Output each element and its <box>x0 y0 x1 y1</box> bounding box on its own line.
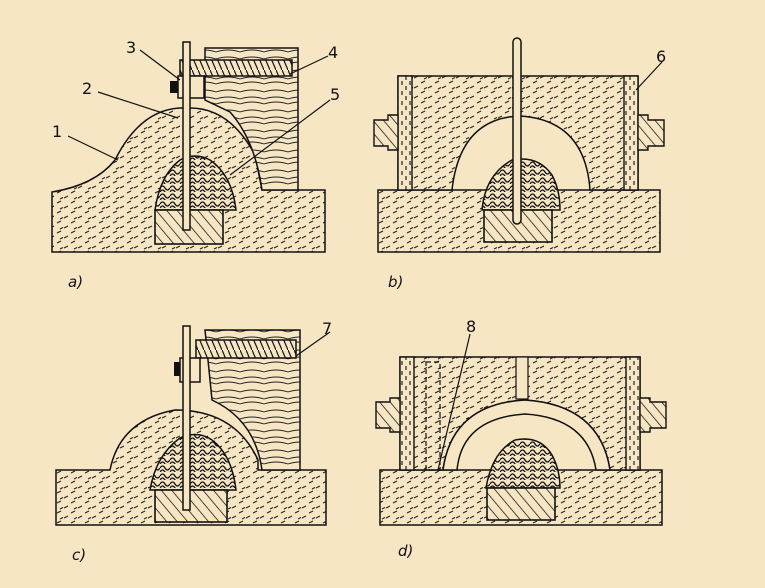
riser <box>425 361 441 471</box>
panel-a <box>51 41 331 253</box>
callout-3: 3 <box>126 38 136 57</box>
casting-shell <box>442 399 611 471</box>
wooden-board <box>204 329 301 471</box>
spindle <box>512 37 522 225</box>
panel-label-a: a) <box>68 273 83 291</box>
spindle <box>182 325 191 511</box>
sprue <box>515 356 529 400</box>
panel-b <box>373 37 665 253</box>
callout-2: 2 <box>82 79 92 98</box>
callout-1: 1 <box>52 122 62 141</box>
callout-4: 4 <box>328 43 338 62</box>
flask-handle-left <box>373 114 399 151</box>
panel-d <box>375 333 667 526</box>
panel-label-c: c) <box>72 546 86 564</box>
callout-6: 6 <box>656 47 666 66</box>
flask-wall-right <box>623 75 639 191</box>
panel-label-b: b) <box>388 273 403 291</box>
flask-handle-right <box>637 114 665 151</box>
flask-handle-right <box>639 397 667 433</box>
panel-label-d: d) <box>398 542 413 560</box>
callout-5: 5 <box>330 85 340 104</box>
clamp <box>177 75 205 99</box>
clamp-screw <box>170 81 178 93</box>
flask-wall-left <box>399 356 415 471</box>
strickle-bar <box>195 339 297 359</box>
flask-wall-left <box>397 75 413 191</box>
flask-wall-right <box>625 356 641 471</box>
base-block <box>154 489 228 523</box>
coke-filling <box>149 433 237 491</box>
strickle-bar <box>179 59 293 77</box>
coke-filling <box>485 438 561 489</box>
wooden-board <box>204 47 299 191</box>
clamp-screw <box>174 362 180 376</box>
spindle <box>182 41 191 231</box>
flask-handle-left <box>375 397 401 433</box>
base-block <box>483 209 553 243</box>
callout-8: 8 <box>466 317 476 336</box>
panel-c <box>55 325 331 526</box>
coke-filling <box>154 155 237 211</box>
base-block <box>486 487 556 521</box>
callout-7: 7 <box>322 319 332 338</box>
